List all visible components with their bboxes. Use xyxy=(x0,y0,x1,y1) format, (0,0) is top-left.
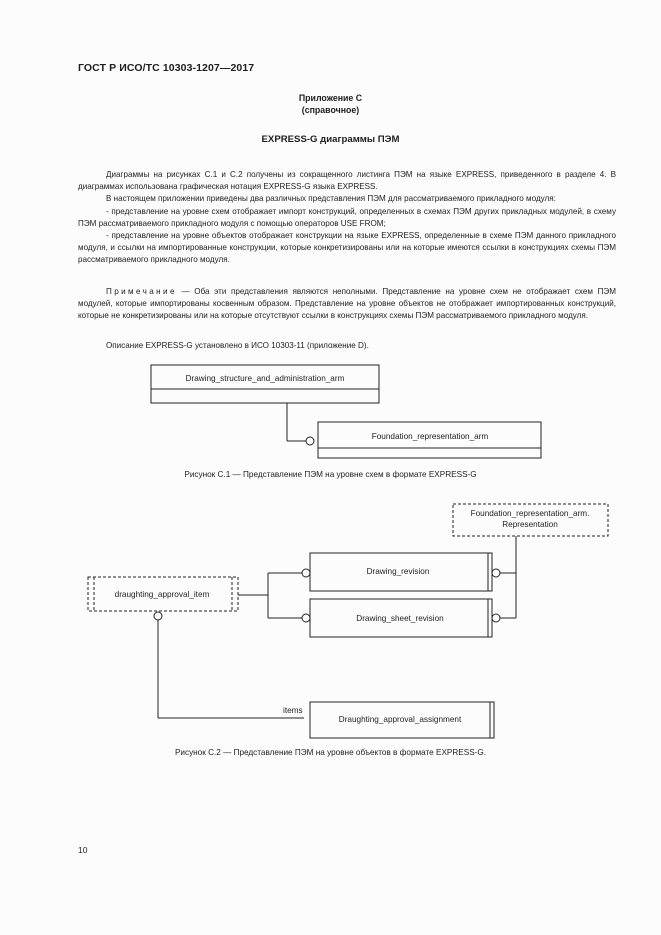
entity-label-assignment: Draughting_approval_assignment xyxy=(339,715,462,724)
appendix-subtitle: (справочное) xyxy=(301,105,360,115)
appendix-title: Приложение С xyxy=(298,93,363,103)
entity-label-foundation-2: Representation xyxy=(502,520,558,529)
note-label: Примечание xyxy=(106,287,177,296)
select-label-approval-item: draughting_approval_item xyxy=(115,590,210,599)
paragraph-views: В настоящем приложении приведены два раз… xyxy=(106,194,556,204)
paragraph-object-view: - представление на уровне объектов отобр… xyxy=(78,231,616,265)
schema-label-main: Drawing_structure_and_administration_arm xyxy=(186,374,345,383)
schema-label-ref: Foundation_representation_arm xyxy=(372,432,489,441)
express-g-reference: Описание EXPRESS-G установлено в ИСО 103… xyxy=(78,340,616,352)
entity-box-assignment xyxy=(309,701,495,739)
figure1-diagram xyxy=(150,364,542,459)
attribute-label-items: items xyxy=(283,706,303,715)
section-title: EXPRESS-G диаграммы ПЭМ xyxy=(261,134,400,145)
select-box-approval-item xyxy=(87,576,239,612)
page-number: 10 xyxy=(78,845,88,855)
standard-header: ГОСТ Р ИСО/ТС 10303-1207—2017 xyxy=(78,62,255,74)
paragraph-intro: Диаграммы на рисунках С.1 и С.2 получены… xyxy=(78,170,616,192)
note-text: — Оба эти представления являются неполны… xyxy=(78,287,616,321)
note-block: Примечание — Оба эти представления являю… xyxy=(78,286,616,323)
entity-label-foundation-1: Foundation_representation_arm. xyxy=(471,509,590,518)
paragraph-schema-view: - представление на уровне схем отображае… xyxy=(78,206,616,228)
figure1-caption: Рисунок С.1 — Представление ПЭМ на уровн… xyxy=(184,470,477,479)
schema-box-ref xyxy=(317,421,542,459)
figure2-diagram xyxy=(87,503,609,739)
entity-label-sheet-revision: Drawing_sheet_revision xyxy=(356,614,444,623)
body-text: Диаграммы на рисунках С.1 и С.2 получены… xyxy=(78,169,616,267)
paragraph-reference: Описание EXPRESS-G установлено в ИСО 103… xyxy=(106,341,369,350)
entity-label-revision: Drawing_revision xyxy=(367,567,430,576)
figure2-caption: Рисунок С.2 — Представление ПЭМ на уровн… xyxy=(174,748,487,757)
schema-ref-circle xyxy=(305,436,315,446)
schema-box-main xyxy=(150,364,380,404)
entity-box-foundation xyxy=(452,503,609,537)
